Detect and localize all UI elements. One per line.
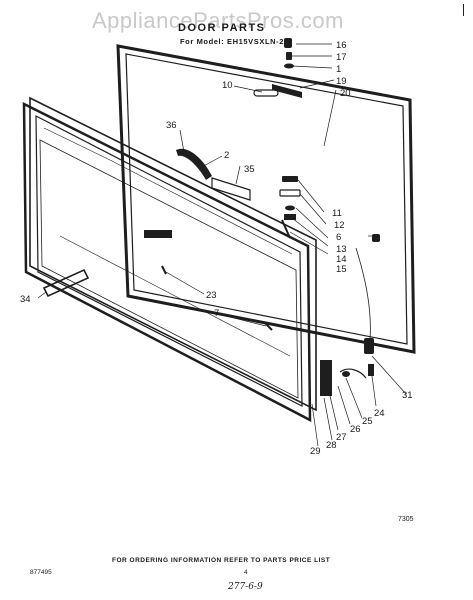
callout-15: 15 (336, 264, 347, 275)
callout-1: 1 (336, 64, 341, 75)
callout-28: 28 (326, 440, 337, 451)
callout-numbers: 16 17 1 19 20 10 36 2 35 11 12 6 13 14 1… (20, 40, 413, 457)
callout-24: 24 (374, 408, 385, 419)
callout-23: 23 (206, 290, 217, 301)
callout-29: 29 (310, 446, 321, 457)
callout-11: 11 (332, 208, 342, 219)
leader-lines (37, 43, 407, 447)
hardware-parts (42, 38, 380, 396)
callout-16: 16 (336, 40, 347, 51)
callout-36: 36 (166, 120, 177, 131)
ordering-note: FOR ORDERING INFORMATION REFER TO PARTS … (112, 557, 331, 564)
figure-code: 7305 (398, 516, 414, 523)
model-subtitle: For Model: EH15VSXLN-2 (180, 37, 285, 46)
callout-34: 34 (20, 294, 31, 305)
callout-13: 13 (336, 244, 347, 255)
callout-31: 31 (402, 390, 413, 401)
callout-7: 7 (214, 308, 219, 319)
watermark: AppliancePartsPros.com (92, 8, 344, 33)
callout-26: 26 (350, 424, 361, 435)
page-number: 4 (244, 569, 248, 576)
document-number: 877495 (30, 569, 52, 576)
callout-25: 25 (362, 416, 373, 427)
callout-10: 10 (222, 80, 233, 91)
callout-27: 27 (336, 432, 347, 443)
door-panel (22, 96, 317, 423)
page-title: DOOR PARTS (178, 22, 266, 34)
callout-20: 20 (340, 88, 351, 99)
callout-35: 35 (244, 164, 255, 175)
callout-17: 17 (336, 52, 347, 63)
callout-2: 2 (224, 150, 229, 161)
callout-12: 12 (334, 220, 345, 231)
door-gasket-frame (116, 44, 416, 354)
corner-mark (463, 4, 464, 16)
callout-19: 19 (336, 76, 347, 87)
callout-14: 14 (336, 254, 347, 265)
handwritten-note: 277-6-9 (228, 582, 263, 592)
callout-6: 6 (336, 232, 341, 243)
